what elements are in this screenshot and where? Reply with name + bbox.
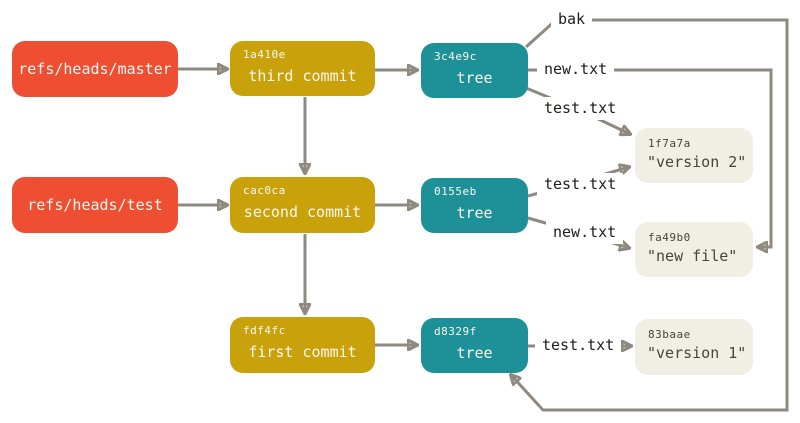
tree-box-0155eb: 0155eb tree xyxy=(421,178,528,233)
tree-box-d8329f: d8329f tree xyxy=(421,318,528,373)
commit-hash: 1a410e xyxy=(243,48,286,61)
blob-label: "version 2" xyxy=(647,153,747,171)
blob-label: "version 1" xyxy=(647,344,747,362)
edge-label-test-txt-bottom: test.txt xyxy=(535,334,622,357)
ref-box-master: refs/heads/master xyxy=(12,41,178,97)
tree-label: tree xyxy=(456,69,493,87)
edge-label-test-txt-mid: test.txt xyxy=(537,173,624,196)
commit-hash: fdf4fc xyxy=(243,324,286,337)
commit-box-third: 1a410e third commit xyxy=(230,41,375,96)
edge-label-new-txt-top: new.txt xyxy=(537,58,615,81)
blob-box-1f7a7a: 1f7a7a "version 2" xyxy=(635,128,753,183)
ref-box-test: refs/heads/test xyxy=(12,177,178,233)
edge-label-test-txt-top: test.txt xyxy=(537,97,624,120)
edge-tree1-newtxt-to-blob2 xyxy=(528,68,773,247)
tree-hash: 3c4e9c xyxy=(434,50,477,63)
tree-label: tree xyxy=(456,204,493,222)
commit-box-second: cac0ca second commit xyxy=(230,177,375,233)
blob-label: "new file" xyxy=(647,247,738,265)
blob-hash: 1f7a7a xyxy=(648,137,691,150)
tree-hash: d8329f xyxy=(434,325,477,338)
commit-box-first: fdf4fc first commit xyxy=(230,317,375,373)
tree-box-3c4e9c: 3c4e9c tree xyxy=(421,43,528,98)
ref-master-label: refs/heads/master xyxy=(18,60,172,78)
commit-label: third commit xyxy=(248,67,357,85)
blob-box-fa49b0: fa49b0 "new file" xyxy=(635,222,753,277)
ref-test-label: refs/heads/test xyxy=(27,196,163,214)
commit-label: first commit xyxy=(248,343,357,361)
commit-label: second commit xyxy=(243,203,362,221)
commit-hash: cac0ca xyxy=(243,184,286,197)
blob-hash: fa49b0 xyxy=(648,231,691,244)
tree-hash: 0155eb xyxy=(434,185,477,198)
edge-label-bak: bak xyxy=(551,8,593,31)
blob-box-83baae: 83baae "version 1" xyxy=(635,319,753,375)
edge-label-new-txt-mid: new.txt xyxy=(546,221,624,244)
tree-label: tree xyxy=(456,344,493,362)
blob-hash: 83baae xyxy=(648,328,691,341)
